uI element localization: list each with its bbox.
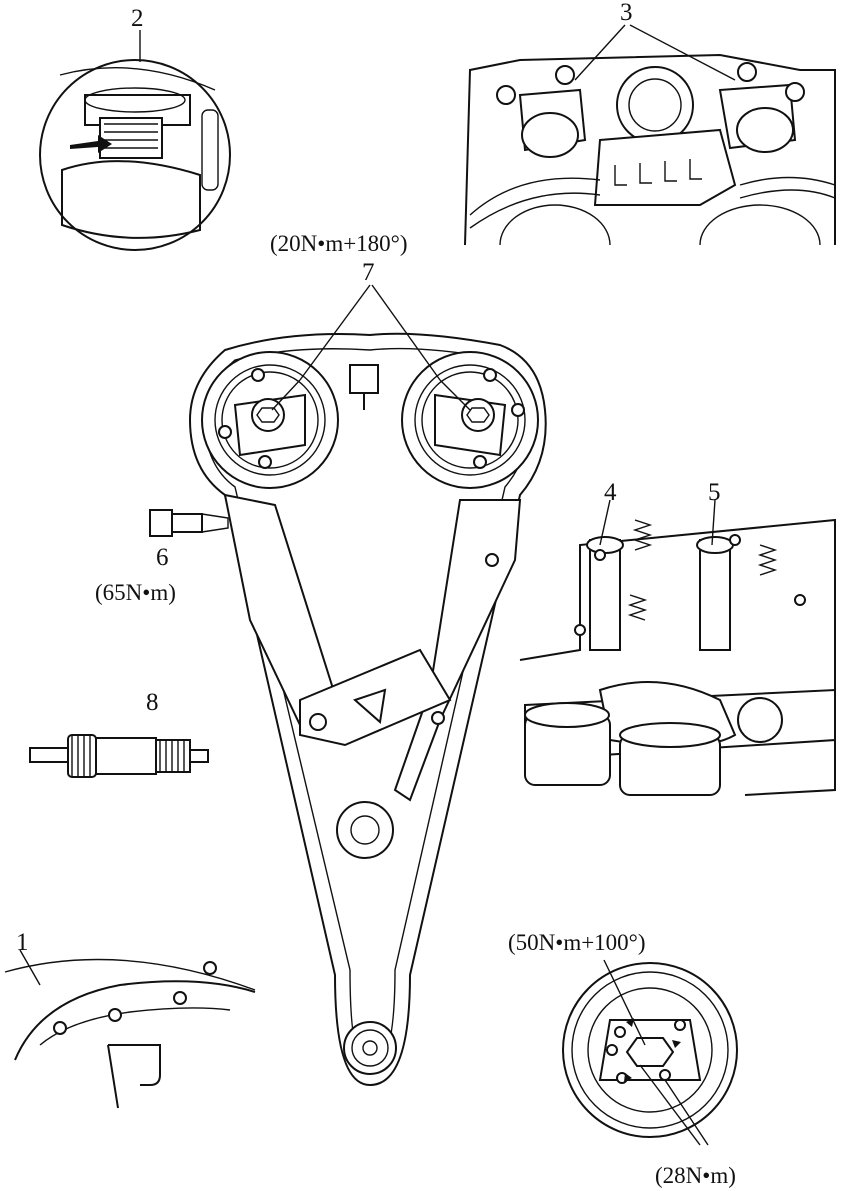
label-1: 1: [16, 929, 29, 956]
torque-7: (20N•m+180°): [270, 231, 408, 256]
torque-crank-bolts: (28N•m): [655, 1163, 736, 1188]
label-2: 2: [131, 5, 144, 32]
label-4: 4: [604, 479, 617, 506]
detail-8-tool: [29, 734, 209, 778]
crank-pulley: [562, 959, 738, 1146]
label-6: 6: [156, 544, 169, 571]
left-cam-sprocket: [201, 351, 339, 489]
tensioner-bolt: [149, 509, 229, 537]
right-cam-sprocket: [401, 351, 539, 489]
detail-1-lock-pin: [4, 949, 256, 1109]
label-8: 8: [146, 689, 159, 716]
detail-2-inset: [39, 30, 231, 251]
detail-3-cam-caps: [464, 24, 836, 246]
label-7: 7: [362, 259, 375, 286]
detail-4-5-head: [519, 499, 836, 796]
torque-crank: (50N•m+100°): [508, 930, 646, 955]
label-3: 3: [620, 0, 633, 26]
label-5: 5: [708, 479, 721, 506]
timing-chain-assembly: [149, 284, 547, 1087]
torque-6: (65N•m): [95, 580, 176, 605]
